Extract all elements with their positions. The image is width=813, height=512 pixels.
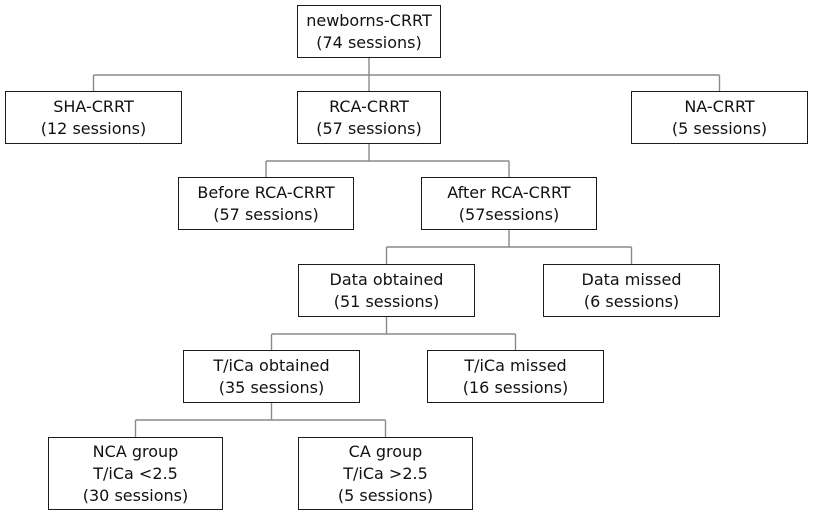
node-label: Data missed — [581, 269, 682, 289]
node-count: (5 sessions) — [337, 485, 434, 505]
node-count: (51 sessions) — [333, 291, 440, 311]
node-count: (6 sessions) — [583, 291, 680, 311]
node-count: (74 sessions) — [316, 32, 422, 52]
node-nca-group: NCA group T/iCa <2.5 (30 sessions) — [48, 437, 223, 510]
node-newborns-crrt: newborns-CRRT (74 sessions) — [297, 5, 441, 58]
node-after-rca-crrt: After RCA-CRRT (57sessions) — [421, 177, 597, 230]
node-count: (57 sessions) — [213, 204, 319, 224]
node-label: T/iCa obtained — [213, 355, 330, 375]
node-data-obtained: Data obtained (51 sessions) — [298, 264, 475, 317]
node-label: RCA-CRRT — [329, 96, 409, 116]
node-criterion: T/iCa >2.5 — [343, 463, 428, 483]
node-count: (30 sessions) — [82, 485, 189, 505]
node-before-rca-crrt: Before RCA-CRRT (57 sessions) — [178, 177, 354, 230]
node-count: (57 sessions) — [316, 118, 422, 138]
node-count: (16 sessions) — [462, 377, 569, 397]
node-data-missed: Data missed (6 sessions) — [543, 264, 720, 317]
node-label: After RCA-CRRT — [447, 182, 571, 202]
node-count: (35 sessions) — [218, 377, 325, 397]
node-tica-missed: T/iCa missed (16 sessions) — [427, 350, 604, 403]
node-count: (12 sessions) — [40, 118, 147, 138]
node-criterion: T/iCa <2.5 — [93, 463, 178, 483]
node-ca-group: CA group T/iCa >2.5 (5 sessions) — [298, 437, 473, 510]
node-label: Before RCA-CRRT — [197, 182, 335, 202]
node-count: (57sessions) — [458, 204, 560, 224]
node-sha-crrt: SHA-CRRT (12 sessions) — [5, 91, 182, 144]
node-label: SHA-CRRT — [53, 96, 134, 116]
node-label: newborns-CRRT — [306, 10, 432, 30]
node-tica-obtained: T/iCa obtained (35 sessions) — [183, 350, 360, 403]
node-na-crrt: NA-CRRT (5 sessions) — [631, 91, 808, 144]
node-label: NCA group — [92, 441, 179, 461]
node-label: CA group — [348, 441, 423, 461]
node-label: T/iCa missed — [464, 355, 567, 375]
node-label: Data obtained — [329, 269, 444, 289]
node-rca-crrt: RCA-CRRT (57 sessions) — [297, 91, 441, 144]
node-label: NA-CRRT — [684, 96, 755, 116]
node-count: (5 sessions) — [671, 118, 768, 138]
